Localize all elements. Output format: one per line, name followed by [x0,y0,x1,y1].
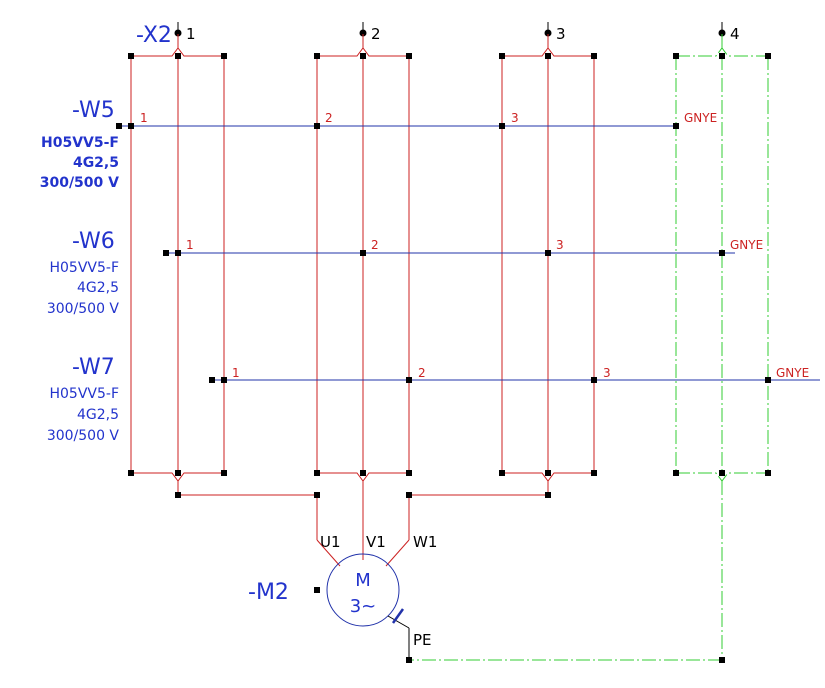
cable-section-w7: 4G2,5 [77,407,119,423]
cable-type-w6: H05VV5-F [49,260,119,276]
pe-wiring [408,34,769,661]
cable-w6: -W6 H05VV5-F 4G2,5 300/500 V 1 2 3 GNYE [47,229,763,317]
cable-tag-w7: -W7 [72,355,115,380]
motor-circle [326,553,400,627]
cable-w5: -W5 H05VV5-F 4G2,5 300/500 V 1 2 3 GNYE [40,98,717,191]
cable-w7: -W7 H05VV5-F 4G2,5 300/500 V 1 2 3 GNYE [47,355,809,444]
core-label-w6-1: 1 [186,238,194,252]
terminal-strip-tag: -X2 [136,23,172,48]
core-label-w7-3: 3 [603,366,611,380]
cable-tag-w6: -W6 [72,229,115,254]
core-label-w6-2: 2 [371,238,379,252]
terminal-dot-3 [544,29,552,37]
core-label-w7-2: 2 [418,366,426,380]
core-label-w5-3: 3 [511,111,519,125]
core-label-w7-pe: GNYE [776,366,809,380]
motor-symbol: M [355,570,371,591]
cable-voltage-w7: 300/500 V [47,428,120,444]
core-label-w5-2: 2 [325,111,333,125]
motor-terminal-v1: V1 [366,533,386,551]
cable-section-w5: 4G2,5 [73,155,119,171]
terminal-label-4: 4 [730,25,740,43]
motor-terminal-w1: W1 [413,533,437,551]
terminal-label-2: 2 [371,25,381,43]
core-label-w7-1: 1 [232,366,240,380]
terminal-label-1: 1 [186,25,196,43]
cable-type-w5: H05VV5-F [41,135,119,151]
terminal-strip: -X2 1 2 3 4 [136,22,740,48]
cable-voltage-w5: 300/500 V [40,175,119,191]
motor-phases: 3~ [350,596,377,617]
phase-wiring [130,34,595,567]
pe-mark-icon [391,608,405,624]
cable-tag-w5: -W5 [72,98,115,123]
core-label-w6-3: 3 [556,238,564,252]
motor-m2: -M2 M 3~ U1 V1 W1 PE [248,533,437,660]
cable-lines [119,125,820,381]
terminal-label-3: 3 [556,25,566,43]
terminal-dot-4 [718,29,726,37]
motor-pe-label: PE [413,631,432,649]
cable-section-w6: 4G2,5 [77,280,119,296]
terminal-dot-2 [359,29,367,37]
motor-tag: -M2 [248,580,289,605]
motor-terminal-u1: U1 [320,533,341,551]
core-label-w5-1: 1 [140,111,148,125]
core-label-w5-pe: GNYE [684,111,717,125]
terminal-dot-1 [174,29,182,37]
cable-type-w7: H05VV5-F [49,386,119,402]
core-label-w6-pe: GNYE [730,238,763,252]
cable-voltage-w6: 300/500 V [47,301,120,317]
connection-dots [116,53,771,663]
